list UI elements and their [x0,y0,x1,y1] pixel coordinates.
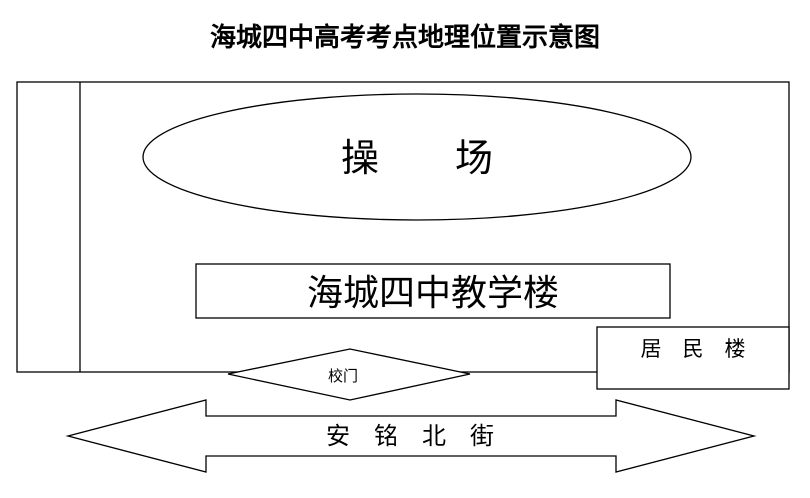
school-gate-label: 校门 [328,367,358,385]
street-arrow [65,399,757,473]
residential-building-box [596,326,790,390]
playground-label: 操 场 [341,136,493,180]
teaching-building-box [195,263,671,319]
school-gate-diamond [227,348,471,401]
teaching-building-label: 海城四中教学楼 [307,273,559,314]
street-label: 安 铭 北 街 [326,422,494,450]
diagram-title: 海城四中高考考点地理位置示意图 [210,22,600,53]
playground-ellipse [142,93,692,221]
residential-building-label: 居 民 楼 [641,337,746,361]
